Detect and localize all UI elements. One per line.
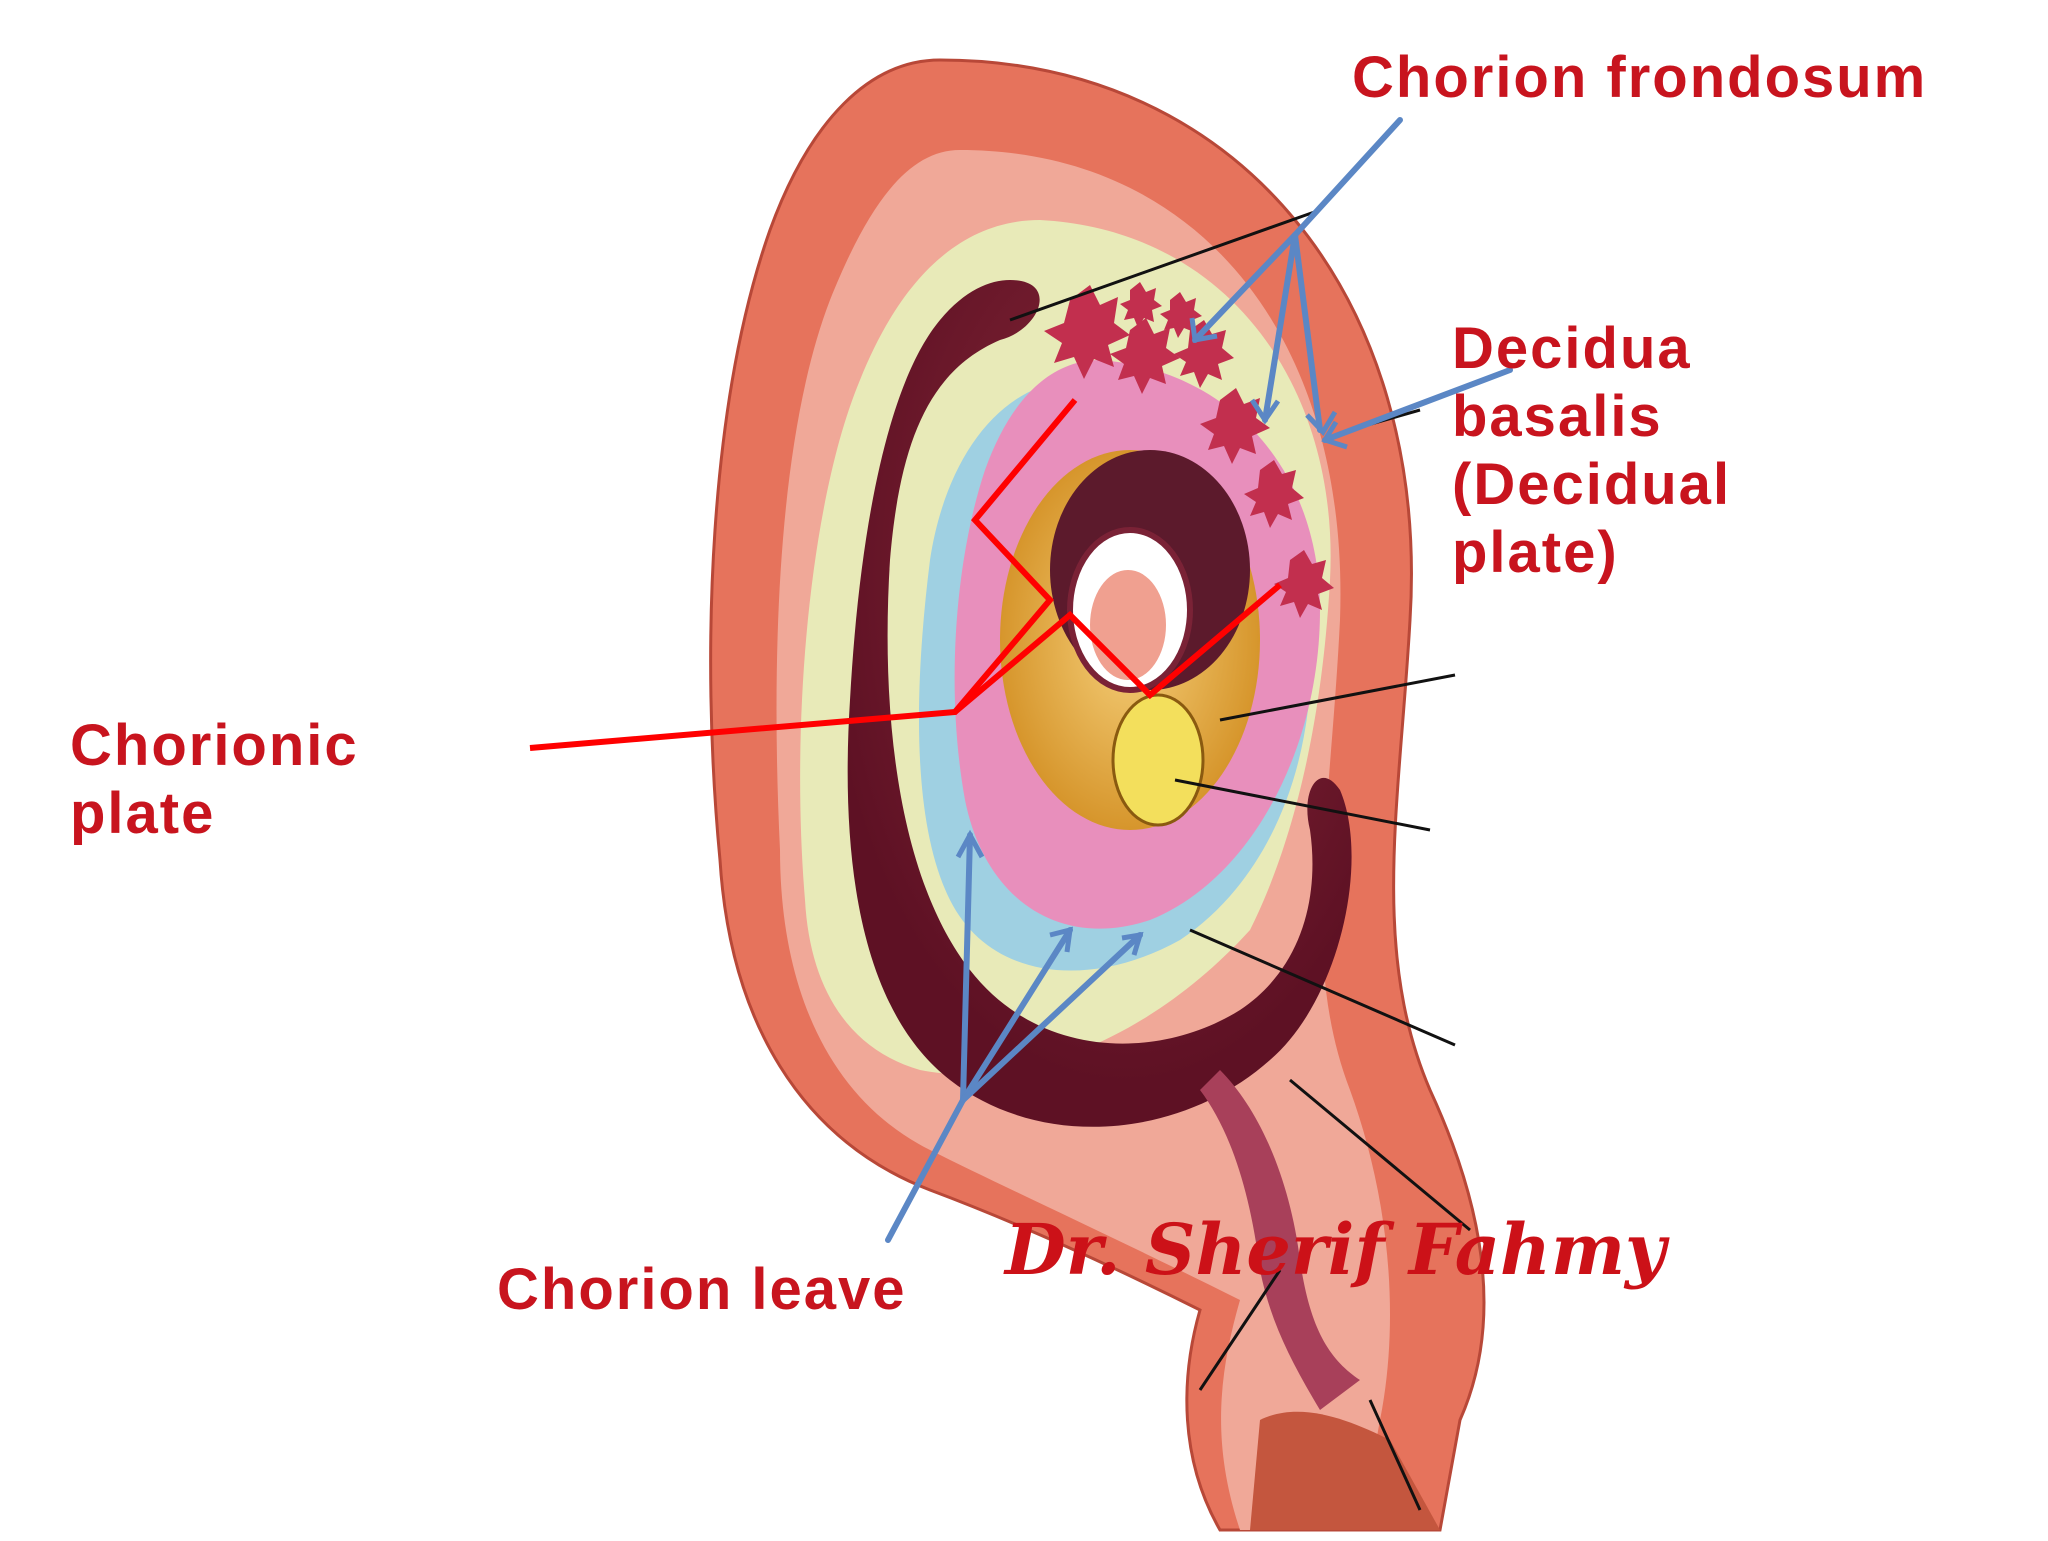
chorionic-plate-pointer [529,398,1282,751]
label-chorion-leave: Chorion leave [497,1257,907,1322]
chorionic-villi [1044,282,1334,618]
label-chorionic-plate-line-1: Chorionic [70,713,359,778]
label-chorionic-plate-line-2: plate [70,781,216,846]
label-decidua-basalis-line-1: Decidua [1452,316,1692,381]
chorion-frondosum-arrowheads [1189,317,1348,450]
label-decidua-basalis-line-3: (Decidual [1452,452,1732,517]
chorion-frondosum-pointers [1192,117,1513,443]
cervical-canal [1200,1070,1360,1410]
label-chorion-frondosum: Chorion frondosum [1352,45,1928,110]
label-decidua-basalis-line-2: basalis [1452,384,1663,449]
leader-lines [1009,208,1471,1511]
chorion-leave-arrowheads [955,829,1144,956]
label-decidua-basalis: Decidua basalis (Decidual plate) [1452,315,1731,587]
author-signature: Dr. Sherif Fahmy [1005,1208,1666,1291]
label-chorionic-plate: Chorionic plate [70,712,359,848]
chorion-leave-pointers [885,832,1143,1243]
yolk-sac [1111,693,1205,827]
embryo [1090,570,1166,680]
label-decidua-basalis-line-4: plate) [1452,520,1619,585]
cervix [1250,1411,1440,1530]
